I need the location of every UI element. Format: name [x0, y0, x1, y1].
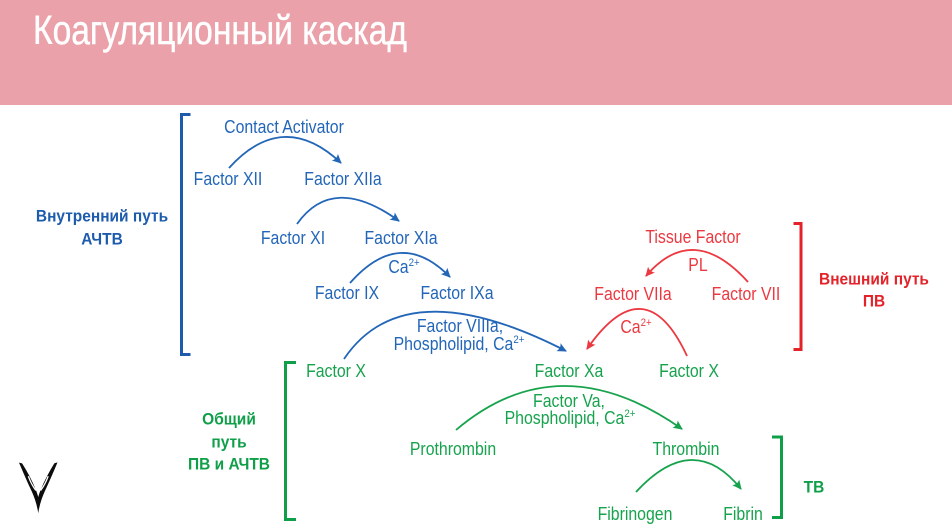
arrow-x-to-xa-extrinsic: [586, 308, 688, 357]
node-factor-xi: Factor XI: [260, 228, 326, 248]
node-fibrinogen: Fibrinogen: [597, 504, 673, 524]
node-factor-xa: Factor Xa: [534, 361, 604, 381]
node-contact-activator: Contact Activator: [224, 117, 344, 137]
intrinsic-pathway-label-line1: Внутренний путь: [35, 206, 169, 226]
label-ca-extrinsic: Ca2+: [620, 317, 652, 337]
ca-sup: 2+: [408, 257, 420, 269]
v-logo-icon: [18, 462, 58, 514]
common-pathway-label-line3: ПВ и АЧТВ: [188, 454, 270, 474]
extrinsic-pathway-label-line1: Внешний путь: [819, 269, 929, 289]
ca-base: Ca: [388, 257, 409, 277]
bracket-common: [284, 361, 296, 521]
node-factor-viia: Factor VIIa: [594, 284, 672, 304]
label-intrinsic-cofactors-line1: Factor VIIIa,: [416, 316, 504, 336]
common-pathway-label-line1: Общий: [202, 409, 256, 429]
common-pathway-label-line2: путь: [211, 432, 247, 452]
node-thrombin: Thrombin: [652, 439, 720, 459]
extrinsic-pathway-label-line2: ПВ: [862, 291, 886, 311]
node-tissue-factor: Tissue Factor: [645, 227, 741, 247]
node-prothrombin: Prothrombin: [409, 439, 497, 459]
arrow-xii-to-xiia: [228, 136, 342, 169]
arrow-prothrombin-to-thrombin: [455, 385, 683, 431]
title-bar: Коагуляционный каскад: [0, 0, 952, 105]
label-common-cofactors-line2: Phospholipid, Ca2+: [504, 408, 636, 428]
arrow-x-to-xa-intrinsic: [343, 310, 567, 360]
node-factor-x-right: Factor X: [659, 361, 719, 381]
arrow-fibrinogen-to-fibrin: [635, 459, 742, 493]
intrinsic-pathway-label-line2: АЧТВ: [81, 229, 123, 249]
tv-label: ТВ: [803, 477, 825, 497]
slide-title: Коагуляционный каскад: [33, 7, 408, 53]
node-factor-xii: Factor XII: [193, 169, 263, 189]
node-factor-xia: Factor XIa: [364, 228, 438, 248]
cofactor-sup: 2+: [624, 408, 636, 420]
arrow-xi-to-xia: [296, 196, 400, 225]
cofactor-base: Phospholipid, Ca: [504, 408, 625, 428]
node-fibrin: Fibrin: [723, 504, 763, 524]
cofactor-base: Phospholipid, Ca: [393, 334, 514, 354]
node-factor-x-left: Factor X: [306, 361, 366, 381]
cofactor-sup: 2+: [513, 334, 525, 346]
label-common-cofactors-line1: Factor Va,: [533, 391, 605, 411]
arrow-vii-to-viia: [645, 249, 749, 283]
bracket-extrinsic: [793, 222, 803, 351]
ca-base: Ca: [620, 317, 641, 337]
bracket-tv: [772, 435, 783, 519]
node-factor-ixa: Factor IXa: [420, 283, 494, 303]
label-ca-intrinsic: Ca2+: [388, 257, 420, 277]
label-pl: PL: [688, 255, 708, 275]
ca-sup: 2+: [640, 317, 652, 329]
arrow-ix-to-ixa: [349, 252, 451, 284]
node-factor-ix: Factor IX: [314, 283, 380, 303]
node-factor-xiia: Factor XIIa: [304, 169, 382, 189]
node-factor-vii: Factor VII: [711, 284, 781, 304]
bracket-intrinsic: [180, 113, 191, 356]
label-intrinsic-cofactors-line2: Phospholipid, Ca2+: [393, 334, 525, 354]
